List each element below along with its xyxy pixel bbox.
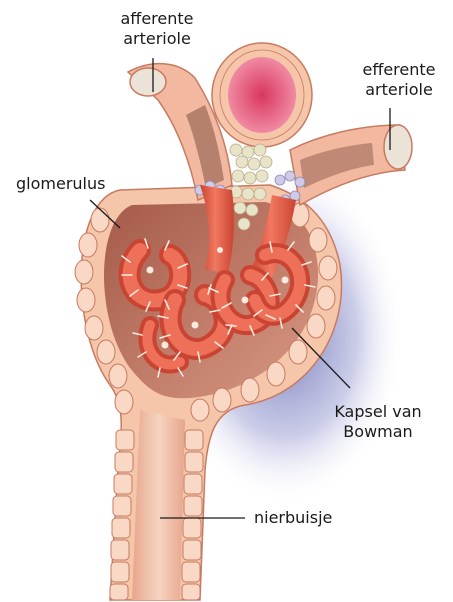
label-tubule: nierbuisje [254, 508, 332, 528]
label-bowman-capsule: Kapsel van Bowman [328, 402, 428, 442]
tubule-lumen [132, 410, 185, 600]
label-glomerulus: glomerulus [16, 174, 105, 194]
label-bowman-line1: Kapsel van [328, 402, 428, 422]
label-afferent-line2: arteriole [112, 29, 202, 49]
label-bowman-line2: Bowman [328, 422, 428, 442]
label-efferent-arteriole: efferente arteriole [354, 60, 444, 100]
efferent-arteriole [290, 125, 412, 205]
label-afferent-line1: afferente [112, 9, 202, 29]
label-efferent-line1: efferente [354, 60, 444, 80]
distal-tubule-ring [212, 43, 312, 147]
label-efferent-line2: arteriole [354, 80, 444, 100]
label-afferent-arteriole: afferente arteriole [112, 9, 202, 49]
